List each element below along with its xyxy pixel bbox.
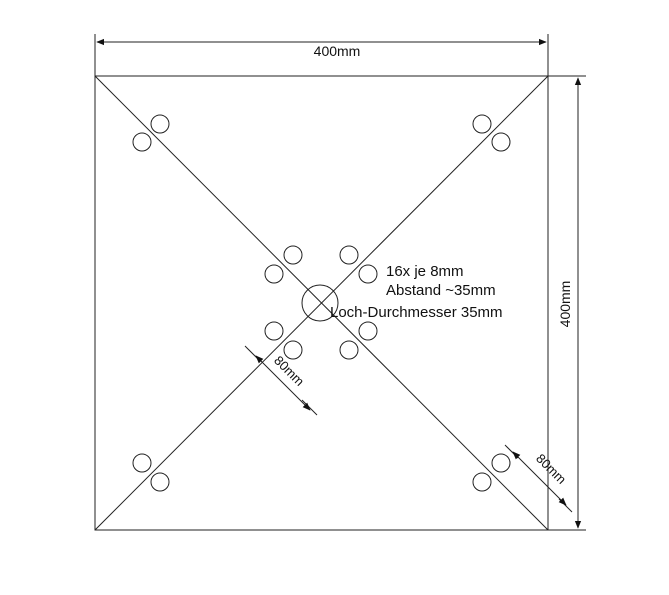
corner-hole bbox=[132, 453, 152, 473]
inner-hole bbox=[358, 321, 378, 341]
annotation-line-2: Abstand ~35mm bbox=[386, 282, 496, 299]
inner-hole bbox=[358, 264, 378, 284]
height-label: 400mm bbox=[557, 281, 573, 328]
diagonal-2 bbox=[94, 75, 549, 531]
corner-hole bbox=[491, 453, 511, 473]
width-label: 400mm bbox=[314, 43, 361, 59]
inner-offset-extension-1 bbox=[244, 345, 261, 362]
inner-hole bbox=[264, 264, 284, 284]
corner-hole bbox=[472, 114, 492, 134]
corner-offset-label: 80mm bbox=[533, 451, 569, 487]
corner-offset-extension-2 bbox=[558, 498, 573, 513]
annotation-line-1: 16x je 8mm bbox=[386, 263, 464, 280]
corner-hole bbox=[132, 132, 152, 152]
annotation-line-3: Loch-Durchmesser 35mm bbox=[330, 304, 503, 321]
inner-hole bbox=[339, 340, 359, 360]
inner-offset-dimension-line bbox=[255, 355, 311, 411]
center-hole bbox=[301, 284, 339, 322]
inner-hole bbox=[264, 321, 284, 341]
corner-hole bbox=[472, 472, 492, 492]
corner-hole bbox=[150, 472, 170, 492]
inner-hole bbox=[283, 340, 303, 360]
corner-offset-dimension-line bbox=[512, 451, 567, 506]
inner-hole bbox=[339, 245, 359, 265]
inner-offset-extension-2 bbox=[301, 399, 318, 416]
corner-hole bbox=[150, 114, 170, 134]
inner-hole bbox=[283, 245, 303, 265]
plate-outline bbox=[94, 75, 549, 531]
corner-hole bbox=[491, 132, 511, 152]
